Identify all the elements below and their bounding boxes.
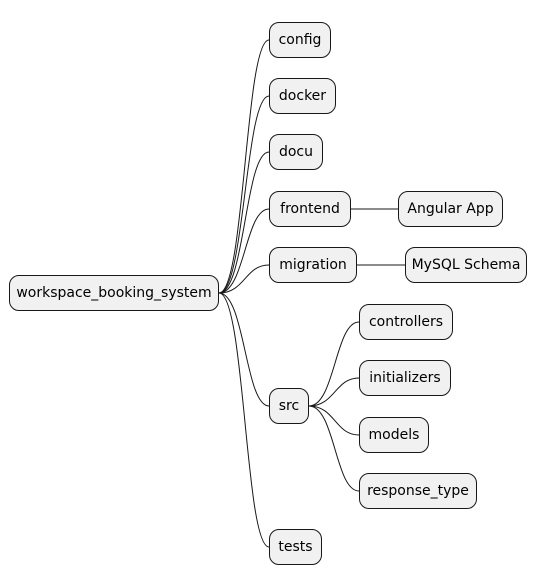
edge-root-src [218,292,270,407]
edge-root-migration [218,264,270,294]
edge-src-initializers [308,377,360,407]
edge-src-response-type [308,405,360,492]
node-migration: migration [269,247,357,283]
node-controllers: controllers [359,304,453,340]
node-frontend: frontend [269,191,351,227]
node-angular-app: Angular App [398,191,503,227]
node-docu: docu [269,134,323,170]
edge-src-models [308,405,360,436]
node-mysql-schema: MySQL Schema [405,247,527,283]
edge-root-frontend [218,208,270,294]
node-tests: tests [269,529,322,565]
node-response-type: response_type [359,473,477,509]
node-src: src [269,388,309,424]
edge-root-tests [218,292,270,548]
node-models: models [359,417,429,453]
node-workspace-booking-system: workspace_booking_system [9,275,219,311]
node-docker: docker [269,78,336,114]
node-initializers: initializers [359,360,451,396]
edge-root-config [218,39,270,294]
edge-root-docker [218,95,270,294]
edge-src-controllers [308,321,360,407]
node-config: config [269,22,331,58]
edge-root-docu [218,151,270,294]
